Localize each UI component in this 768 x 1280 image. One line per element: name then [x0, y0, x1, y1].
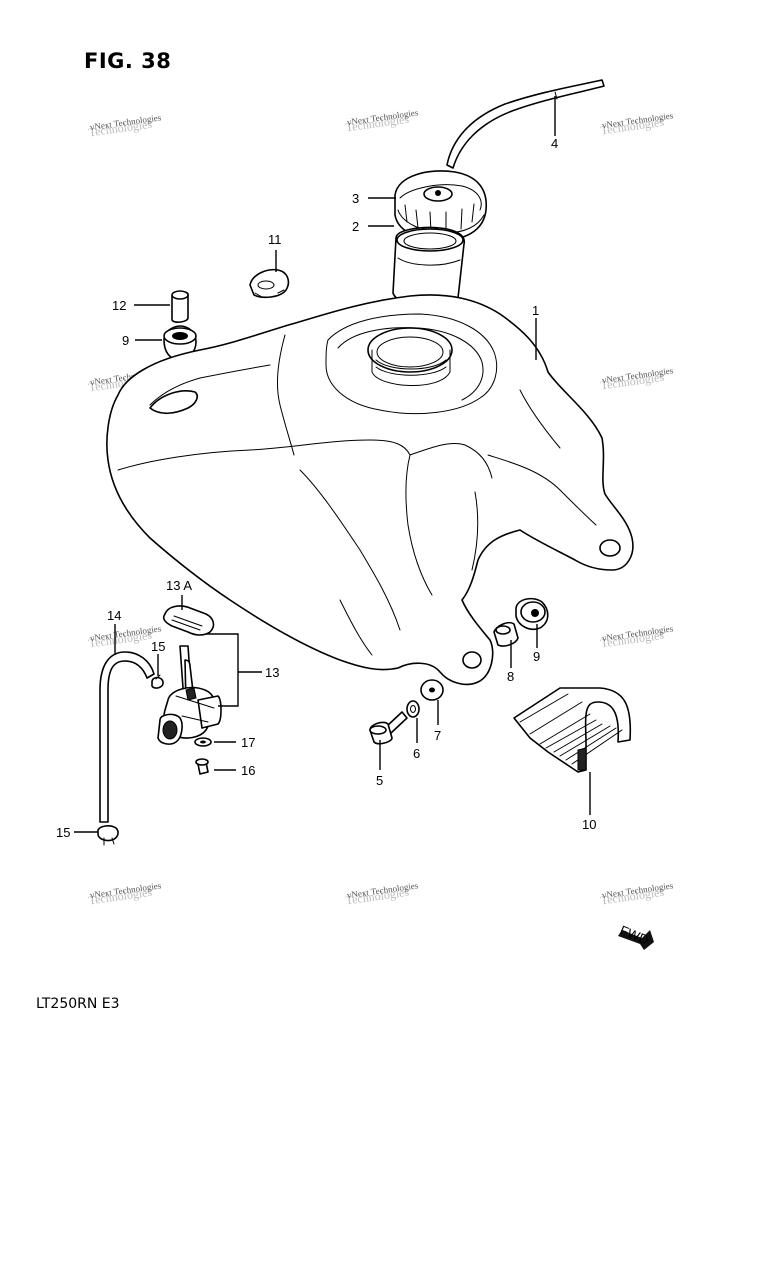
filler-neck	[392, 226, 466, 309]
fwd-arrow-icon: FWD	[618, 922, 654, 950]
heat-cover	[513, 687, 632, 773]
callout-16: 16	[241, 763, 255, 778]
collar-12	[171, 290, 189, 323]
fuel-tank	[106, 294, 634, 686]
callout-9-lower: 9	[533, 649, 540, 664]
callout-5: 5	[376, 773, 383, 788]
breather-hose	[446, 79, 605, 169]
washer-6	[406, 700, 420, 718]
callout-11: 11	[268, 232, 282, 247]
callout-13a: 13 A	[166, 578, 192, 593]
fuel-cock	[157, 645, 222, 745]
grommet-11	[249, 268, 290, 299]
callout-15-lower: 15	[56, 825, 70, 840]
clamp-15-lower	[97, 825, 119, 846]
callout-14: 14	[107, 608, 121, 623]
callout-17: 17	[241, 735, 255, 750]
callout-1: 1	[532, 303, 539, 318]
clamp-15-upper	[151, 674, 164, 689]
figure-title: FIG. 38	[84, 49, 171, 73]
collar-8	[493, 621, 519, 647]
callout-10: 10	[582, 817, 596, 832]
fuel-hose	[99, 651, 155, 823]
callout-8: 8	[507, 669, 514, 684]
cushion-9-lower	[515, 597, 549, 631]
fwd-label: FWD	[618, 922, 651, 947]
model-code: LT250RN E3	[36, 996, 120, 1012]
gasket-13a	[162, 605, 215, 636]
callout-7: 7	[434, 728, 441, 743]
fuel-cap	[394, 170, 487, 242]
callout-15-upper: 15	[151, 639, 165, 654]
callout-4: 4	[551, 136, 558, 151]
callout-labels: 1 2 3 4 11 12 9 13 A 13 14 15 15 16 17 5…	[56, 136, 596, 840]
callout-12: 12	[112, 298, 126, 313]
callout-3: 3	[352, 191, 359, 206]
washer-17	[194, 737, 212, 747]
callout-9-upper: 9	[122, 333, 129, 348]
washer-7	[420, 679, 444, 701]
bolt-5	[369, 711, 408, 745]
callout-6: 6	[413, 746, 420, 761]
leader-lines	[74, 96, 591, 833]
callout-13: 13	[265, 665, 279, 680]
callout-2: 2	[352, 219, 359, 234]
screw-16	[195, 758, 209, 775]
